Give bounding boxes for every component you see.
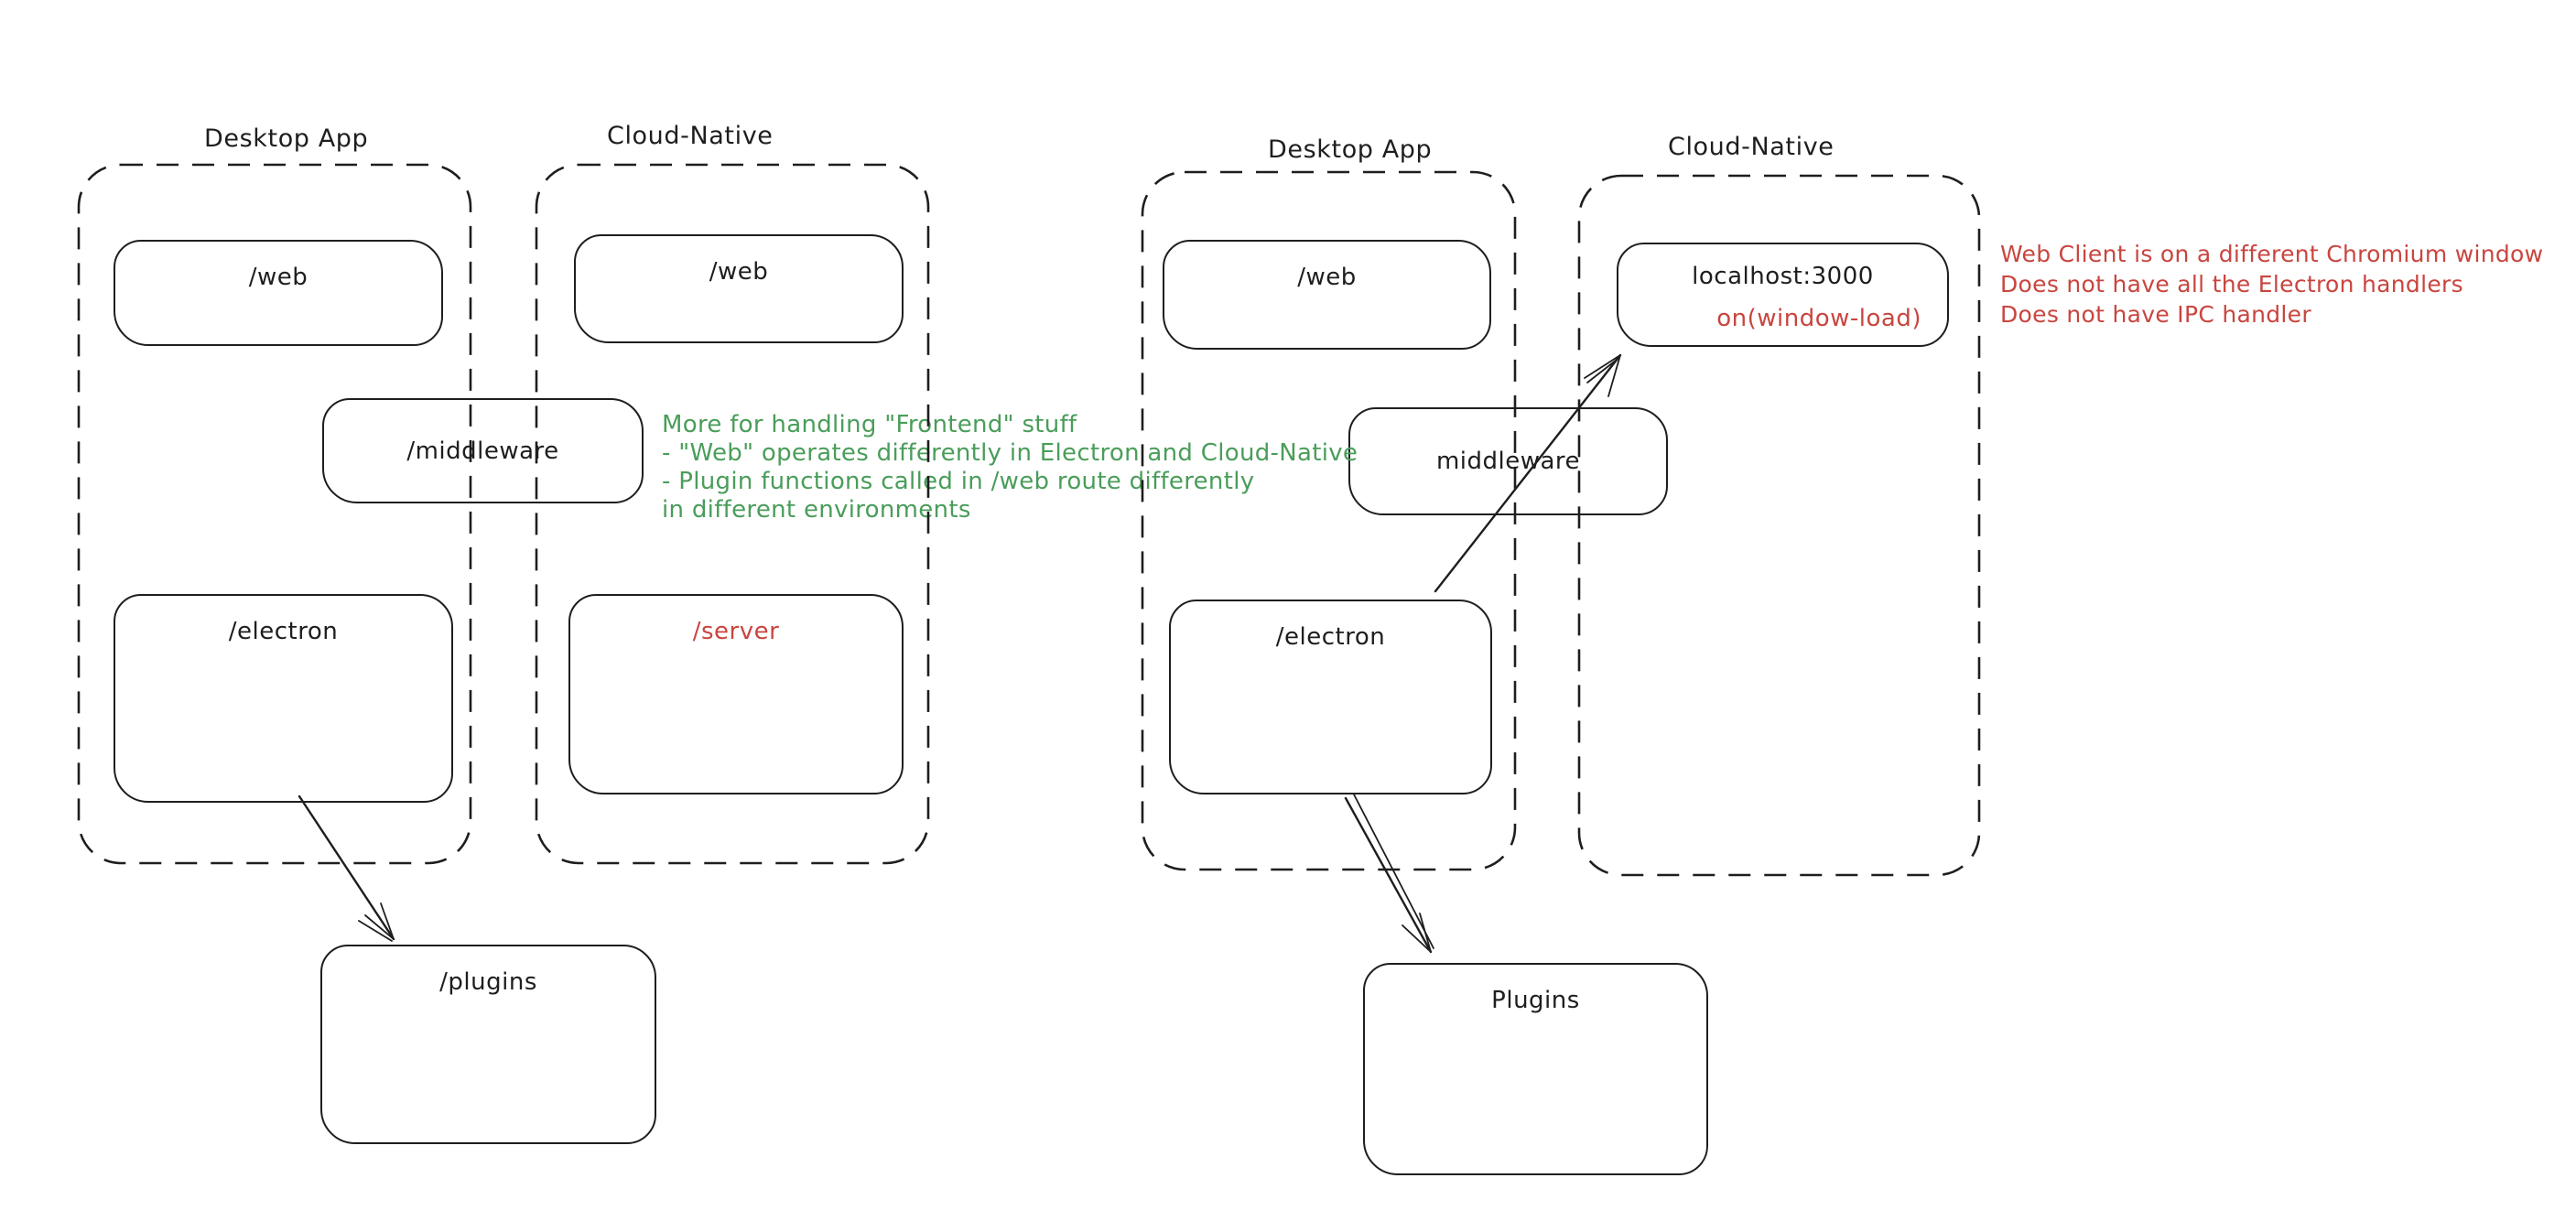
left-electron-node[interactable]: /electron: [114, 594, 453, 803]
node-label: /web: [1297, 264, 1357, 291]
note-line: More for handling "Frontend" stuff: [662, 411, 1077, 438]
node-label: localhost:3000: [1692, 263, 1874, 290]
left-middleware-node[interactable]: /middleware: [322, 398, 644, 503]
arrow-electron-to-plugins-left[interactable]: [298, 794, 395, 942]
window-load-event-label: on(window-load): [1716, 305, 1921, 332]
arrow-electron-to-plugins-right[interactable]: [1344, 794, 1434, 954]
node-label: /web: [248, 264, 308, 291]
left-cloud-web-node[interactable]: /web: [574, 234, 904, 343]
node-label: /electron: [1275, 623, 1386, 651]
note-line: in different environments: [662, 496, 971, 524]
right-plugins-node[interactable]: Plugins: [1363, 963, 1708, 1175]
left-server-node[interactable]: /server: [568, 594, 904, 794]
node-label: middleware: [1435, 448, 1581, 475]
right-middleware-node[interactable]: middleware: [1348, 407, 1668, 515]
node-label: /plugins: [439, 968, 537, 996]
right-desktop-web-node[interactable]: /web: [1163, 240, 1491, 350]
node-label: /electron: [228, 618, 339, 645]
left-plugins-node[interactable]: /plugins: [320, 945, 656, 1144]
green-frontend-note[interactable]: More for handling "Frontend" stuff - "We…: [662, 411, 1358, 524]
node-label: /middleware: [406, 437, 559, 465]
note-line: Web Client is on a different Chromium wi…: [2000, 241, 2544, 267]
note-line: Does not have IPC handler: [2000, 301, 2311, 328]
right-desktop-app-title[interactable]: Desktop App: [1268, 135, 1433, 164]
left-desktop-app-title[interactable]: Desktop App: [204, 124, 369, 153]
note-line: - Plugin functions called in /web route …: [662, 468, 1255, 495]
note-line: - "Web" operates differently in Electron…: [662, 439, 1358, 467]
red-web-client-note[interactable]: Web Client is on a different Chromium wi…: [2000, 239, 2543, 330]
right-localhost-node[interactable]: localhost:3000 on(window-load): [1617, 243, 1949, 347]
node-label: Plugins: [1491, 987, 1580, 1014]
left-cloud-native-title[interactable]: Cloud-Native: [607, 122, 774, 150]
left-desktop-web-node[interactable]: /web: [114, 240, 443, 346]
right-cloud-native-title[interactable]: Cloud-Native: [1668, 133, 1835, 161]
right-electron-node[interactable]: /electron: [1169, 600, 1492, 794]
node-label: /server: [692, 618, 780, 645]
node-label: /web: [709, 258, 769, 286]
note-line: Does not have all the Electron handlers: [2000, 271, 2463, 297]
